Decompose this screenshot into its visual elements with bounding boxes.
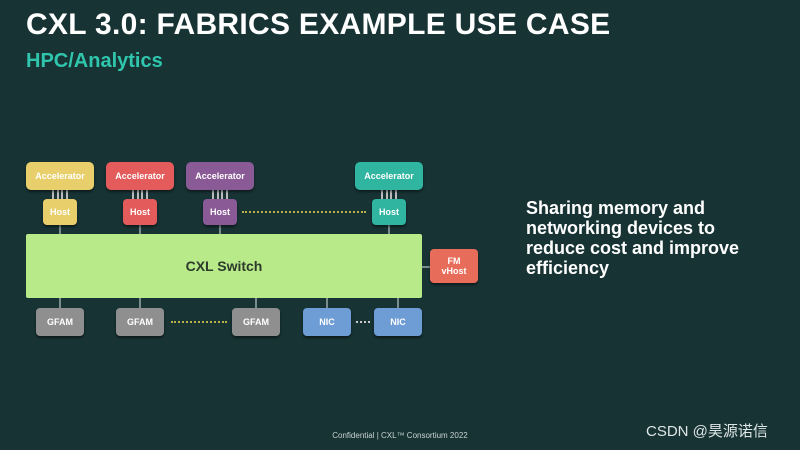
accelerator-host-link	[52, 190, 68, 200]
slide-subtitle: HPC/Analytics	[26, 50, 163, 72]
connector-line	[219, 225, 221, 235]
connector-line	[255, 298, 257, 308]
connector-line	[422, 266, 430, 268]
nic-box: NIC	[374, 308, 422, 336]
connector-line	[139, 298, 141, 308]
connector-line	[326, 298, 328, 308]
footer-text: Confidential | CXL™ Consortium 2022	[332, 431, 468, 440]
connector-line	[388, 225, 390, 235]
description-text: Sharing memory and networking devices to…	[526, 198, 740, 278]
continuation-dots	[242, 211, 366, 213]
connector-line	[59, 298, 61, 308]
continuation-dots	[356, 321, 370, 323]
accelerator-host-link	[212, 190, 228, 200]
accelerator-host-link	[381, 190, 397, 200]
cxl-switch: CXL Switch	[26, 234, 422, 298]
slide-title: CXL 3.0: FABRICS EXAMPLE USE CASE	[26, 8, 611, 41]
host-box: Host	[123, 199, 157, 225]
accelerator-host-link	[132, 190, 148, 200]
host-box: Host	[203, 199, 237, 225]
vhost-label: vHost	[441, 266, 467, 276]
host-box: Host	[372, 199, 406, 225]
cxl-switch-label: CXL Switch	[185, 258, 263, 274]
accelerator-box: Accelerator	[26, 162, 94, 190]
accelerator-box: Accelerator	[355, 162, 423, 190]
nic-box: NIC	[303, 308, 351, 336]
continuation-dots	[171, 321, 227, 323]
gfam-box: GFAM	[116, 308, 164, 336]
gfam-box: GFAM	[232, 308, 280, 336]
fm-label: FM	[447, 256, 461, 266]
watermark-text: CSDN @昊源诺信	[646, 423, 768, 440]
accelerator-box: Accelerator	[106, 162, 174, 190]
host-box: Host	[43, 199, 77, 225]
fm-vhost-box: FM vHost	[430, 249, 478, 283]
connector-line	[397, 298, 399, 308]
connector-line	[59, 225, 61, 235]
accelerator-box: Accelerator	[186, 162, 254, 190]
gfam-box: GFAM	[36, 308, 84, 336]
connector-line	[139, 225, 141, 235]
